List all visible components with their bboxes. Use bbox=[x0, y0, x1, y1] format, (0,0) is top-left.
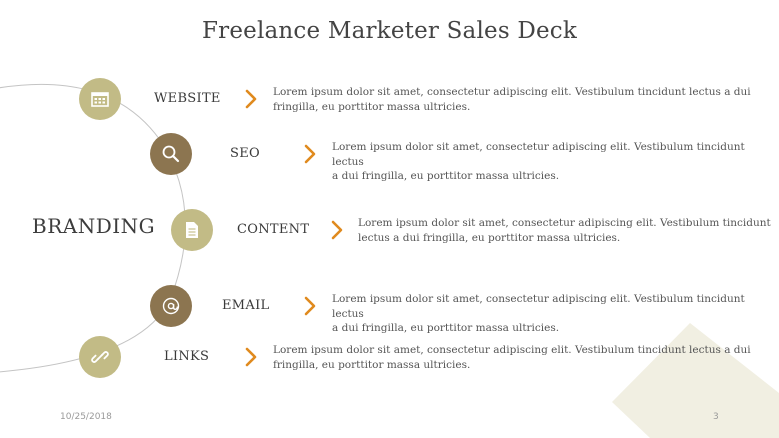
node-content bbox=[171, 209, 213, 251]
document-icon bbox=[186, 222, 198, 238]
item-description-email: Lorem ipsum dolor sit amet, consectetur … bbox=[332, 292, 779, 336]
node-seo bbox=[150, 133, 192, 175]
item-description-links: Lorem ipsum dolor sit amet, consectetur … bbox=[273, 343, 751, 372]
calendar-icon bbox=[91, 92, 109, 107]
description-line: Lorem ipsum dolor sit amet, consectetur … bbox=[332, 141, 745, 168]
link-icon bbox=[91, 351, 109, 363]
slide-number: 3 bbox=[713, 412, 719, 422]
page-title: Freelance Marketer Sales Deck bbox=[201, 18, 578, 44]
node-links bbox=[79, 336, 121, 378]
chevron-right-icon bbox=[304, 144, 316, 164]
chevron-right-icon bbox=[331, 220, 343, 240]
node-website bbox=[79, 78, 121, 120]
description-line: a dui fringilla, eu porttitor massa ultr… bbox=[332, 170, 560, 182]
item-label-content: CONTENT bbox=[237, 222, 310, 237]
item-description-seo: Lorem ipsum dolor sit amet, consectetur … bbox=[332, 140, 779, 184]
item-label-website: WEBSITE bbox=[154, 91, 221, 106]
node-email bbox=[150, 285, 192, 327]
description-line: fringilla, eu porttitor massa ultricies. bbox=[273, 358, 471, 371]
item-label-links: LINKS bbox=[164, 349, 210, 364]
branding-label: BRANDING bbox=[32, 214, 156, 238]
search-icon bbox=[162, 145, 180, 163]
description-line: a dui fringilla, eu porttitor massa ultr… bbox=[332, 322, 560, 334]
description-line: Lorem ipsum dolor sit amet, consectetur … bbox=[332, 293, 745, 320]
item-description-website: Lorem ipsum dolor sit amet, consectetur … bbox=[273, 85, 751, 114]
description-line: fringilla, eu porttitor massa ultricies. bbox=[273, 100, 471, 113]
item-description-content: Lorem ipsum dolor sit amet, consectetur … bbox=[358, 216, 771, 245]
chevron-right-icon bbox=[304, 296, 316, 316]
chevron-right-icon bbox=[245, 347, 257, 367]
description-line: Lorem ipsum dolor sit amet, consectetur … bbox=[273, 86, 751, 98]
item-label-email: EMAIL bbox=[222, 298, 270, 313]
slide-date: 10/25/2018 bbox=[60, 412, 112, 422]
description-line: Lorem ipsum dolor sit amet, consectetur … bbox=[273, 344, 751, 356]
at-sign-icon bbox=[162, 297, 180, 315]
item-label-seo: SEO bbox=[230, 146, 260, 161]
description-line: lectus a dui fringilla, eu porttitor mas… bbox=[358, 231, 621, 244]
description-line: Lorem ipsum dolor sit amet, consectetur … bbox=[358, 217, 771, 229]
chevron-right-icon bbox=[245, 89, 257, 109]
